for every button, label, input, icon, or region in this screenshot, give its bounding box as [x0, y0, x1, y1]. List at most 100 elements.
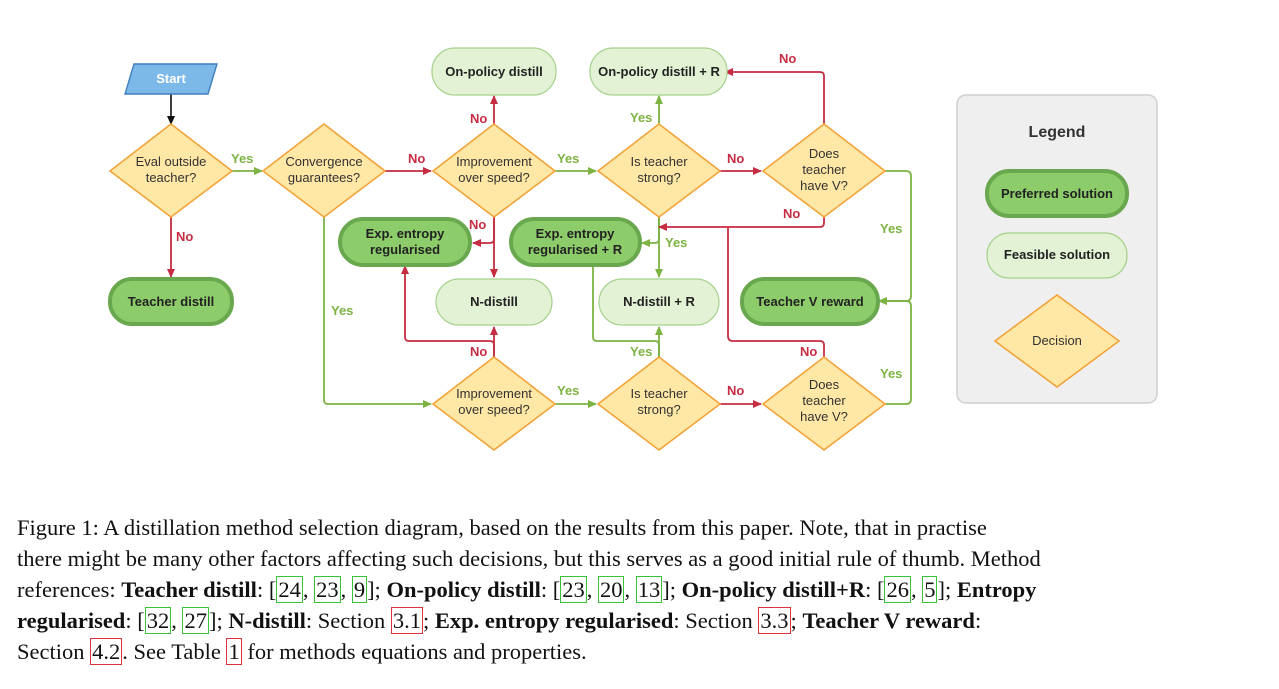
edge-teacher-strong-top-yes-exp-entropy-r	[641, 217, 660, 247]
decision-text: teacher?	[146, 170, 197, 185]
legend-decision-label: Decision	[1032, 333, 1082, 348]
caption-text: ,	[624, 577, 636, 602]
caption-method-name: regularised	[17, 608, 126, 633]
caption-text: : Section	[673, 608, 759, 633]
figure-caption: Figure 1: A distillation method selectio…	[17, 512, 1253, 667]
edge-label-yes: Yes	[331, 303, 353, 318]
caption-text: : [	[540, 577, 561, 602]
cross-reference-link[interactable]: 1	[226, 638, 242, 665]
caption-method-name: N-distill	[228, 608, 306, 633]
caption-text: Section	[17, 639, 91, 664]
start-node: Start	[124, 63, 218, 95]
edge-label-no: No	[727, 151, 744, 166]
caption-text: ,	[340, 577, 352, 602]
edges	[167, 68, 912, 408]
solution-label: Teacher distill	[128, 294, 214, 309]
distillation-flowchart: Yes No No Yes No No Yes Yes Yes No No No…	[108, 47, 1158, 452]
citation-link[interactable]: 32	[144, 607, 172, 634]
solution-label: On-policy distill	[445, 64, 543, 79]
citation-link[interactable]: 27	[182, 607, 209, 634]
edge-label-no: No	[469, 217, 486, 232]
cross-reference-link[interactable]: 3.1	[390, 607, 423, 634]
citation-link[interactable]: 9	[351, 576, 368, 603]
decision-teacher-strong-bottom: Is teacher strong?	[596, 355, 722, 452]
edge-label-yes: Yes	[880, 221, 902, 236]
edge-label-yes: Yes	[880, 366, 902, 381]
edge-have-v-bottom-yes-v-reward	[878, 297, 912, 405]
edge-label-yes: Yes	[665, 235, 687, 250]
caption-text: :	[974, 608, 982, 633]
decision-text: strong?	[637, 170, 680, 185]
caption-text: ];	[662, 577, 682, 602]
feasible-n-distill: N-distill	[435, 278, 553, 326]
decision-text: guarantees?	[288, 170, 360, 185]
preferred-teacher-distill: Teacher distill	[108, 277, 234, 326]
edge-label-yes: Yes	[557, 151, 579, 166]
preferred-exp-entropy-regularised-r: Exp. entropy regularised + R	[509, 217, 642, 267]
caption-text: Figure 1: A distillation method selectio…	[17, 515, 987, 540]
edge-have-v-bottom-no-back	[727, 227, 825, 357]
caption-method-name: Entropy	[956, 577, 1037, 602]
caption-method-name: Teacher V reward	[802, 608, 975, 633]
decision-text: over speed?	[458, 170, 530, 185]
decision-convergence-guarantees: Convergence guarantees?	[261, 122, 387, 219]
decision-text: Does	[809, 377, 840, 392]
caption-text: ,	[171, 608, 183, 633]
citation-link[interactable]: 20	[597, 576, 625, 603]
legend: Legend Preferred solution Feasible solut…	[956, 94, 1158, 404]
caption-method-name: On-policy distill	[386, 577, 541, 602]
caption-text: ];	[208, 608, 229, 633]
cross-reference-link[interactable]: 4.2	[90, 638, 123, 665]
decision-teacher-have-v-top: Does teacher have V?	[761, 122, 887, 219]
edge-have-v-top-no-back	[658, 217, 825, 231]
edge-label-no: No	[470, 111, 487, 126]
decision-teacher-have-v-bottom: Does teacher have V?	[761, 355, 887, 452]
caption-text: ,	[910, 577, 923, 602]
decision-text: Eval outside	[136, 154, 207, 169]
solution-label: Exp. entropy	[366, 226, 446, 241]
feasible-n-distill-r: N-distill + R	[598, 278, 720, 326]
legend-feasible-label: Feasible solution	[1004, 247, 1110, 262]
edge-label-yes: Yes	[630, 344, 652, 359]
decision-improvement-over-speed-top: Improvement over speed?	[431, 122, 557, 219]
decision-text: teacher	[802, 393, 846, 408]
caption-text: : [	[125, 608, 145, 633]
caption-text: ;	[422, 608, 435, 633]
edge-label-no: No	[783, 206, 800, 221]
caption-line: Section 4.2. See Table 1 for methods equ…	[17, 636, 1253, 667]
caption-text: ,	[586, 577, 598, 602]
decision-text: have V?	[800, 409, 848, 424]
decision-teacher-strong-top: Is teacher strong?	[596, 122, 722, 219]
edge-label-yes: Yes	[231, 151, 253, 166]
preferred-exp-entropy-regularised: Exp. entropy regularised	[338, 217, 472, 267]
edge-label-yes: Yes	[557, 383, 579, 398]
citation-link[interactable]: 26	[884, 576, 911, 603]
cross-reference-link[interactable]: 3.3	[758, 607, 791, 634]
solution-label: Exp. entropy	[536, 226, 616, 241]
citation-link[interactable]: 13	[635, 576, 663, 603]
edge-have-v-top-no-onpolicy-r	[724, 68, 825, 124]
decision-text: have V?	[800, 178, 848, 193]
decision-text: Does	[809, 146, 840, 161]
decision-text: teacher	[802, 162, 846, 177]
decision-text: strong?	[637, 402, 680, 417]
legend-decision: Decision	[993, 294, 1121, 388]
solution-label: On-policy distill + R	[598, 64, 720, 79]
solution-label: N-distill + R	[623, 294, 695, 309]
edge-label-no: No	[408, 151, 425, 166]
caption-text: for methods equations and properties.	[241, 639, 587, 664]
caption-line: references: Teacher distill: [24, 23, 9]…	[17, 574, 1253, 605]
decision-text: Improvement	[456, 154, 532, 169]
citation-link[interactable]: 24	[276, 576, 303, 603]
edge-have-v-top-yes-v-reward	[878, 170, 912, 305]
caption-line: Figure 1: A distillation method selectio…	[17, 512, 1253, 543]
edge-label-no: No	[470, 344, 487, 359]
edge-labels: Yes No No Yes No No Yes Yes Yes No No No…	[176, 51, 902, 398]
legend-preferred-label: Preferred solution	[1001, 186, 1113, 201]
caption-method-name: Teacher distill	[121, 577, 257, 602]
caption-text: ,	[302, 577, 315, 602]
citation-link[interactable]: 23	[314, 576, 341, 603]
citation-link[interactable]: 5	[922, 576, 938, 603]
citation-link[interactable]: 23	[560, 576, 587, 603]
caption-text: : [	[256, 577, 277, 602]
